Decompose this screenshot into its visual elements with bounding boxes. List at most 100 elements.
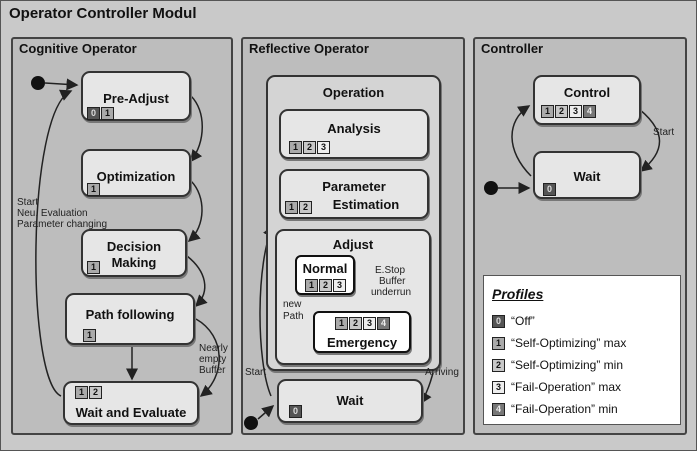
path-following-profiles: 1 bbox=[83, 329, 97, 342]
profile-box: 1 bbox=[87, 261, 100, 274]
optimization-to-decision-arrow bbox=[187, 180, 203, 242]
emergency-profiles: 1 2 3 4 bbox=[335, 317, 391, 330]
profile-box: 0 bbox=[289, 405, 302, 418]
estimation-label: Estimation bbox=[332, 197, 400, 212]
legend-item-1: 1 “Self-Optimizing” max bbox=[492, 336, 626, 350]
control-profiles: 1 2 3 4 bbox=[541, 105, 597, 118]
control-label: Control bbox=[563, 85, 611, 100]
parameter-estimation-state: Parameter Estimation 1 2 bbox=[279, 169, 429, 219]
legend-swatch: 0 bbox=[492, 314, 505, 328]
newpath-label-1: new bbox=[283, 299, 302, 310]
analysis-profiles: 1 2 3 bbox=[289, 141, 331, 154]
controller-initial-node bbox=[484, 181, 498, 195]
profile-box: 1 bbox=[541, 105, 554, 118]
profile-box: 0 bbox=[87, 107, 100, 120]
decision-to-path-arrow bbox=[186, 255, 208, 308]
profile-box: 1 bbox=[83, 329, 96, 342]
legend-swatch: 1 bbox=[492, 336, 505, 350]
profile-box: 1 bbox=[285, 201, 298, 214]
profiles-legend: Profiles 0 “Off” 1 “Self-Optimizing” max… bbox=[483, 275, 681, 425]
wait-to-preadjust-loop bbox=[35, 89, 73, 397]
estop-label-2: Buffer bbox=[379, 276, 406, 287]
optimization-profiles: 1 bbox=[87, 183, 101, 196]
adjust-label: Adjust bbox=[332, 237, 374, 252]
legend-label: “Off” bbox=[511, 314, 535, 328]
reflective-initial-node bbox=[244, 416, 258, 430]
path-following-state: Path following 1 bbox=[65, 293, 195, 345]
wait-and-evaluate-state: 1 2 Wait and Evaluate bbox=[63, 381, 199, 425]
decision-label: Decision bbox=[106, 239, 162, 254]
profile-box: 1 bbox=[289, 141, 302, 154]
analysis-state: Analysis 1 2 3 bbox=[279, 109, 429, 159]
profile-box: 1 bbox=[101, 107, 114, 120]
pre-adjust-state: Pre-Adjust 0 1 bbox=[81, 71, 191, 121]
legend-swatch: 4 bbox=[492, 402, 505, 416]
decision-making-state: Decision Making 1 bbox=[81, 229, 187, 277]
profile-box: 1 bbox=[75, 386, 88, 399]
reflective-operator-title: Reflective Operator bbox=[249, 41, 369, 56]
diagram-title: Operator Controller Modul bbox=[9, 5, 197, 22]
profile-box: 2 bbox=[555, 105, 568, 118]
wait-to-control-arrow bbox=[511, 105, 532, 177]
pre-adjust-label: Pre-Adjust bbox=[103, 91, 169, 106]
optimization-label: Optimization bbox=[96, 169, 176, 184]
legend-label: “Fail-Operation” max bbox=[511, 380, 622, 394]
making-label: Making bbox=[111, 255, 157, 270]
cognitive-initial-node bbox=[31, 76, 45, 90]
pre-adjust-profiles: 0 1 bbox=[87, 107, 115, 120]
profile-box: 4 bbox=[377, 317, 390, 330]
nearly-empty-1: Nearly bbox=[199, 343, 228, 354]
control-state: Control 1 2 3 4 bbox=[533, 75, 641, 125]
analysis-label: Analysis bbox=[327, 121, 381, 136]
parameter-label: Parameter bbox=[322, 179, 386, 194]
cognitive-operator-title: Cognitive Operator bbox=[19, 41, 137, 56]
controller-title: Controller bbox=[481, 41, 544, 56]
profile-box: 3 bbox=[317, 141, 330, 154]
legend-item-2: 2 “Self-Optimizing” min bbox=[492, 358, 623, 372]
wait-and-evaluate-label: Wait and Evaluate bbox=[75, 405, 187, 420]
reflective-wait-state: Wait 0 bbox=[277, 379, 423, 423]
newpath-label-2: Path bbox=[283, 311, 304, 322]
nearly-empty-2: empty bbox=[199, 354, 227, 365]
profile-box: 2 bbox=[319, 279, 332, 292]
legend-label: “Self-Optimizing” min bbox=[511, 358, 624, 372]
profile-box: 3 bbox=[363, 317, 376, 330]
preadjust-to-optimization-arrow bbox=[190, 95, 203, 163]
initial-to-preadjust-arrow bbox=[44, 78, 79, 91]
profile-box: 3 bbox=[333, 279, 346, 292]
reflective-wait-label: Wait bbox=[336, 393, 364, 408]
profile-box: 0 bbox=[543, 183, 556, 196]
legend-item-4: 4 “Fail-Operation” min bbox=[492, 402, 618, 416]
decision-profiles: 1 bbox=[87, 261, 101, 274]
path-following-label: Path following bbox=[85, 307, 175, 322]
emergency-label: Emergency bbox=[326, 335, 398, 350]
emergency-state: 1 2 3 4 Emergency bbox=[313, 311, 411, 353]
controller-wait-label: Wait bbox=[573, 169, 601, 184]
estop-label-1: E.Stop bbox=[375, 265, 406, 276]
profile-box: 2 bbox=[299, 201, 312, 214]
controller-start-label: Start bbox=[653, 127, 675, 138]
param-profiles: 1 2 bbox=[285, 201, 313, 214]
reflective-wait-profiles: 0 bbox=[289, 405, 303, 418]
profile-box: 1 bbox=[335, 317, 348, 330]
start-note-1: Start bbox=[17, 197, 39, 208]
legend-label: “Fail-Operation” min bbox=[511, 402, 618, 416]
legend-item-0: 0 “Off” bbox=[492, 314, 535, 328]
profile-box: 2 bbox=[89, 386, 102, 399]
nearly-empty-3: Buffer bbox=[199, 365, 226, 376]
profile-box: 3 bbox=[569, 105, 582, 118]
legend-title: Profiles bbox=[492, 286, 544, 302]
profile-box: 4 bbox=[583, 105, 596, 118]
legend-label: “Self-Optimizing” max bbox=[511, 336, 627, 350]
controller-wait-profiles: 0 bbox=[543, 183, 557, 196]
legend-swatch: 2 bbox=[492, 358, 505, 372]
profile-box: 2 bbox=[303, 141, 316, 154]
reflective-start-label: Start bbox=[245, 367, 267, 378]
start-note-2: Neu. Evaluation bbox=[17, 208, 88, 219]
legend-swatch: 3 bbox=[492, 380, 505, 394]
legend-item-3: 3 “Fail-Operation” max bbox=[492, 380, 621, 394]
normal-label: Normal bbox=[302, 261, 348, 276]
profile-box: 1 bbox=[305, 279, 318, 292]
wait-eval-profiles: 1 2 bbox=[75, 386, 103, 399]
